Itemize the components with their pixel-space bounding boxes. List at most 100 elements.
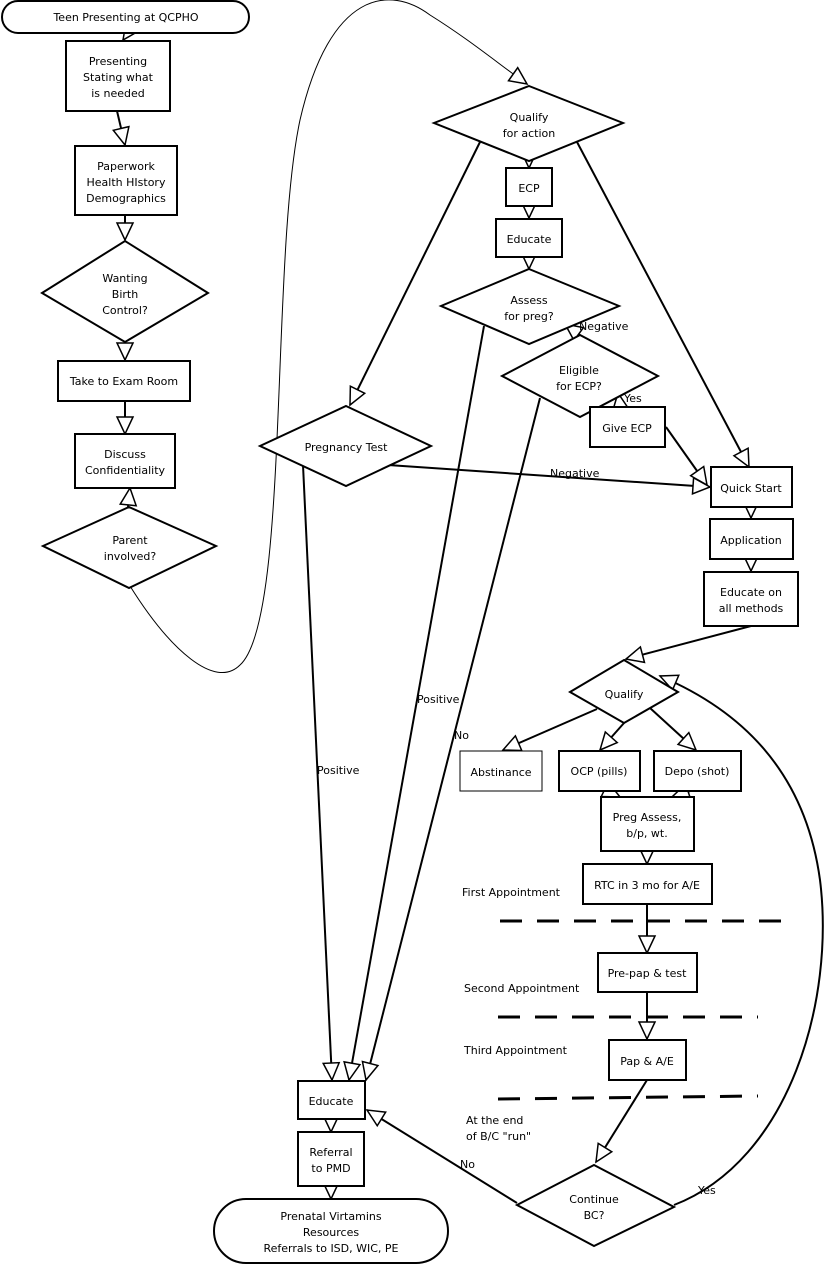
preg-assess-label-1: Preg Assess, — [613, 811, 682, 824]
depo-label: Depo (shot) — [665, 765, 730, 778]
eligible-label-1: Eligible — [559, 364, 599, 377]
edge-assess-educate — [343, 325, 485, 1082]
node-depo[interactable] — [653, 750, 742, 792]
node-preg-assess[interactable] — [600, 796, 695, 852]
node-ocp[interactable] — [558, 750, 641, 792]
node-pap[interactable] — [608, 1039, 687, 1081]
node-continue-bc[interactable] — [514, 1163, 677, 1248]
node-abstinance[interactable] — [459, 750, 543, 792]
nodes — [1, 0, 799, 1264]
label-positive-pregtest: Positive — [317, 764, 360, 777]
referral-label-2: to PMD — [311, 1162, 350, 1175]
assess-label-2: for preg? — [504, 310, 554, 323]
parent-label-2: involved? — [104, 550, 157, 563]
node-ecp[interactable] — [505, 167, 553, 207]
node-exam-room[interactable] — [57, 360, 191, 402]
label-no-continue: No — [460, 1158, 475, 1171]
node-presenting[interactable] — [65, 40, 171, 112]
ocp-label: OCP (pills) — [571, 765, 628, 778]
edge-pregtest-quickstart — [387, 464, 712, 495]
ecp-label: ECP — [518, 182, 540, 195]
node-parent[interactable] — [40, 505, 219, 590]
node-quick-start[interactable] — [710, 466, 793, 508]
pregnancy-test-label: Pregnancy Test — [305, 441, 389, 454]
label-yes-eligible: Yes — [623, 392, 642, 405]
confidentiality-label-1: Discuss — [104, 448, 146, 461]
node-referral-pmd[interactable] — [297, 1131, 365, 1187]
node-assess-preg[interactable] — [438, 267, 622, 346]
qualify-action-label-2: for action — [503, 127, 556, 140]
end-label-2: Resources — [303, 1226, 359, 1239]
edge-continue-educate — [365, 1109, 518, 1204]
edge-qualify-depo — [649, 707, 698, 752]
confidentiality-label-2: Confidentiality — [85, 464, 166, 477]
node-give-ecp[interactable] — [589, 406, 666, 448]
give-ecp-label: Give ECP — [602, 422, 652, 435]
edge-qualify-quickstart — [576, 141, 750, 469]
label-negative-pregtest: Negative — [550, 467, 600, 480]
edge-continue-qualify-curve — [658, 674, 824, 1206]
node-qualify[interactable] — [568, 658, 680, 725]
paperwork-label-3: Demographics — [86, 192, 166, 205]
wanting-label-2: Birth — [112, 288, 138, 301]
abstinance-label: Abstinance — [470, 766, 531, 779]
node-prepap[interactable] — [597, 952, 698, 993]
node-start[interactable] — [1, 0, 250, 34]
qualify-action-label-1: Qualify — [510, 111, 549, 124]
educate-methods-label-2: all methods — [719, 602, 784, 615]
label-positive-assess: Positive — [417, 693, 460, 706]
node-wanting-bc[interactable] — [40, 239, 210, 344]
edge-presenting-paperwork — [111, 110, 130, 147]
edge-qualify-ocp — [598, 722, 625, 752]
pap-label: Pap & A/E — [620, 1055, 674, 1068]
presenting-label-3: is needed — [91, 87, 145, 100]
continue-label-1: Continue — [569, 1193, 619, 1206]
node-educate-methods[interactable] — [703, 571, 799, 627]
preg-assess-label-2: b/p, wt. — [626, 827, 667, 840]
label-first-appointment: First Appointment — [462, 886, 561, 899]
quick-start-label: Quick Start — [720, 482, 782, 495]
label-second-appointment: Second Appointment — [464, 982, 580, 995]
prepap-label: Pre-pap & test — [608, 967, 688, 980]
node-educate-top[interactable] — [495, 218, 563, 258]
edge-parent-qualify-curve — [129, 0, 529, 674]
node-application[interactable] — [709, 518, 794, 560]
rtc-label: RTC in 3 mo for A/E — [594, 879, 700, 892]
edges — [111, 0, 824, 1206]
presenting-label-2: Stating what — [83, 71, 154, 84]
paperwork-label-2: Health HIstory — [87, 176, 166, 189]
paperwork-label-1: Paperwork — [97, 160, 155, 173]
label-negative-assess: Negative — [579, 320, 629, 333]
educate-top-label: Educate — [507, 233, 552, 246]
end-label-1: Prenatal Virtamins — [280, 1210, 381, 1223]
node-paperwork[interactable] — [74, 145, 178, 216]
edge-qualify-abstinance — [501, 708, 598, 752]
continue-label-2: BC? — [584, 1209, 605, 1222]
node-confidentiality[interactable] — [74, 433, 176, 489]
node-qualify-action[interactable] — [431, 84, 626, 163]
presenting-label-1: Presenting — [89, 55, 147, 68]
node-eligible-ecp[interactable] — [499, 333, 661, 419]
end-label-3: Referrals to ISD, WIC, PE — [263, 1242, 398, 1255]
node-labels: Teen Presenting at QCPHO Presenting Stat… — [52, 11, 783, 1255]
label-no-eligible: No — [454, 729, 469, 742]
label-yes-continue: Yes — [697, 1184, 716, 1197]
node-pregnancy-test[interactable] — [257, 404, 434, 488]
qualify-label: Qualify — [605, 688, 644, 701]
assess-label-1: Assess — [510, 294, 547, 307]
edge-parent-confidentiality — [119, 486, 138, 508]
wanting-label-3: Control? — [102, 304, 148, 317]
edge-labels: Negative Yes Negative Positive No Positi… — [317, 320, 716, 1197]
node-educate-bottom[interactable] — [297, 1080, 366, 1120]
edge-pap-continue — [595, 1079, 648, 1164]
node-rtc[interactable] — [582, 863, 713, 905]
exam-room-label: Take to Exam Room — [69, 375, 178, 388]
parent-label-1: Parent — [112, 534, 148, 547]
node-end[interactable] — [213, 1198, 449, 1264]
start-label: Teen Presenting at QCPHO — [52, 11, 198, 24]
edge-qualify-pregtest — [349, 141, 481, 407]
wanting-label-1: Wanting — [102, 272, 147, 285]
edge-educate-qualify — [624, 625, 752, 664]
label-end-run-1: At the end — [466, 1114, 523, 1127]
